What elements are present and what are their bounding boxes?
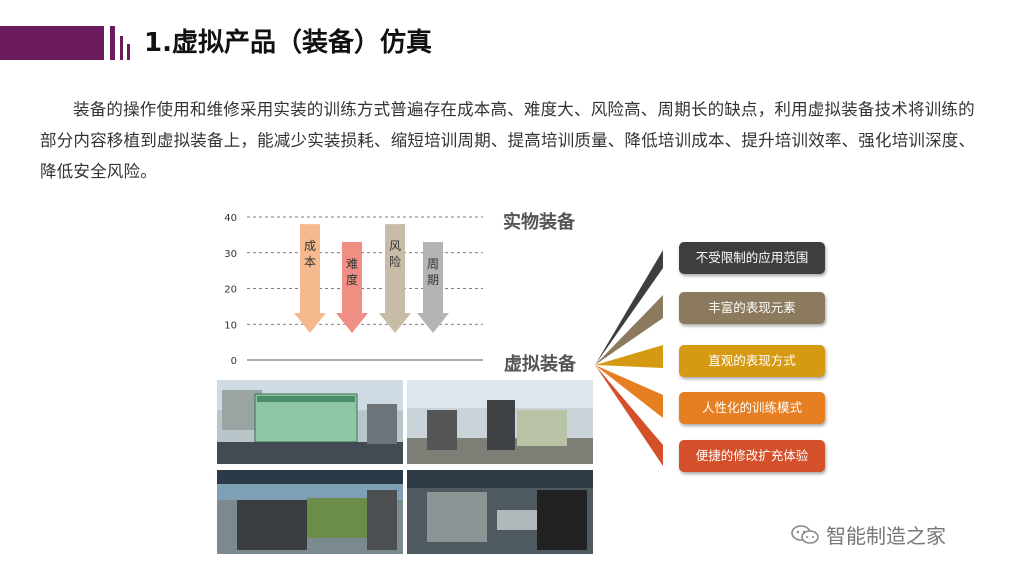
bar-label: 周: [427, 257, 439, 271]
bar-label: 成: [304, 239, 316, 253]
fan-rays: [595, 250, 663, 466]
chart-grid: [247, 216, 483, 361]
bar-label: 度: [346, 272, 358, 287]
bar-2: [336, 242, 368, 333]
comparison-chart: 0 10 20 30 40 成本 难度 风险 周期: [224, 213, 483, 365]
simulation-screenshot-4: [407, 470, 593, 554]
simulation-screenshot-2: [407, 380, 593, 464]
bar-4: [417, 242, 449, 333]
physical-equipment-label: 实物装备: [503, 212, 575, 233]
watermark-text: 智能制造之家: [826, 524, 946, 548]
watermark: 智能制造之家: [790, 520, 946, 551]
fan-ray-1: [595, 250, 663, 365]
fan-ray-2: [595, 295, 663, 365]
bar-label: 风: [389, 239, 401, 253]
page-title: 1.虚拟产品（装备）仿真: [144, 28, 432, 58]
feature-box-4: 人性化的训练模式: [679, 392, 825, 424]
y-tick-label: 10: [224, 320, 237, 331]
bar-3: [379, 224, 411, 333]
y-tick-label: 0: [231, 356, 237, 365]
bar-1: [294, 224, 326, 333]
y-tick-label: 20: [224, 285, 237, 296]
simulation-screenshot-1: [217, 380, 403, 464]
bar-label: 期: [427, 273, 439, 287]
body-paragraph: 装备的操作使用和维修采用实装的训练方式普遍存在成本高、难度大、风险高、周期长的缺…: [40, 100, 976, 181]
y-tick-label: 40: [224, 213, 237, 224]
chart-bar-labels: 成本 难度 风险 周期: [304, 239, 439, 287]
title-stripe: [127, 44, 130, 60]
feature-box-3: 直观的表现方式: [679, 345, 825, 377]
bar-label: 本: [304, 255, 316, 269]
fan-ray-4: [595, 365, 663, 418]
chart-ticks: 0 10 20 30 40: [224, 213, 237, 365]
title-stripe: [110, 26, 115, 60]
fan-ray-5: [595, 365, 663, 466]
feature-box-5: 便捷的修改扩充体验: [679, 440, 825, 472]
fan-ray-3: [595, 345, 663, 368]
title-bar: [0, 26, 104, 60]
feature-box-2: 丰富的表现元素: [679, 292, 825, 324]
chart-bars: [294, 224, 449, 333]
title-stripe: [120, 36, 123, 60]
simulation-screenshot-3: [217, 470, 403, 554]
feature-box-1: 不受限制的应用范围: [679, 242, 825, 274]
virtual-equipment-label: 虚拟装备: [504, 354, 576, 375]
wechat-icon: [790, 524, 820, 551]
bar-label: 难: [346, 257, 358, 271]
y-tick-label: 30: [224, 249, 237, 260]
bar-label: 险: [389, 254, 401, 269]
